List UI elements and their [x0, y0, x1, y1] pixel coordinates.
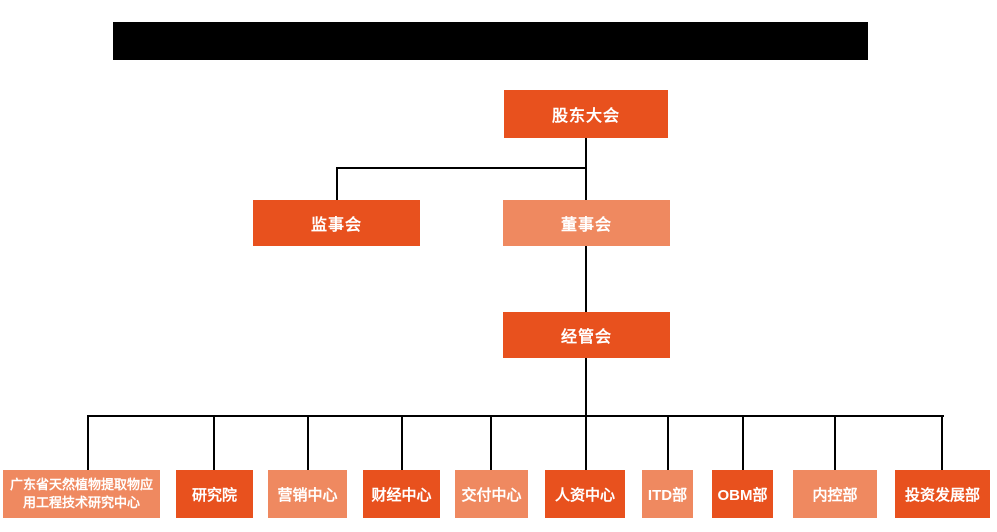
node-research-center-guangdong: 广东省天然植物提取物应用工程技术研究中心 — [3, 470, 160, 518]
node-management-committee: 经管会 — [503, 312, 670, 358]
node-hr-center: 人资中心 — [545, 470, 625, 518]
node-board-of-directors: 董事会 — [503, 200, 670, 246]
connector-drop-dept-9 — [941, 415, 943, 470]
redacted-title-bar — [113, 22, 868, 60]
node-delivery-center: 交付中心 — [455, 470, 528, 518]
connector-management-to-departments — [585, 358, 587, 470]
node-research-institute: 研究院 — [176, 470, 253, 518]
connector-drop-dept-2 — [307, 415, 309, 470]
node-supervisory-board: 监事会 — [253, 200, 420, 246]
node-investment-development-department: 投资发展部 — [895, 470, 990, 518]
connector-drop-dept-6 — [667, 415, 669, 470]
node-itd-department: ITD部 — [642, 470, 693, 518]
connector-departments-rake — [87, 415, 944, 417]
node-internal-control-department: 内控部 — [793, 470, 877, 518]
node-obm-department: OBM部 — [712, 470, 773, 518]
connector-drop-dept-4 — [490, 415, 492, 470]
connector-branch-horizontal — [336, 167, 587, 169]
connector-drop-dept-0 — [87, 415, 89, 470]
connector-drop-supervisory — [336, 167, 338, 200]
connector-board-to-management — [585, 246, 587, 312]
node-finance-center: 财经中心 — [363, 470, 440, 518]
node-marketing-center: 营销中心 — [268, 470, 347, 518]
connector-drop-dept-8 — [834, 415, 836, 470]
node-shareholders-meeting: 股东大会 — [504, 90, 668, 138]
connector-drop-dept-3 — [401, 415, 403, 470]
connector-drop-dept-7 — [742, 415, 744, 470]
connector-root-to-board — [585, 138, 587, 200]
connector-drop-dept-1 — [213, 415, 215, 470]
